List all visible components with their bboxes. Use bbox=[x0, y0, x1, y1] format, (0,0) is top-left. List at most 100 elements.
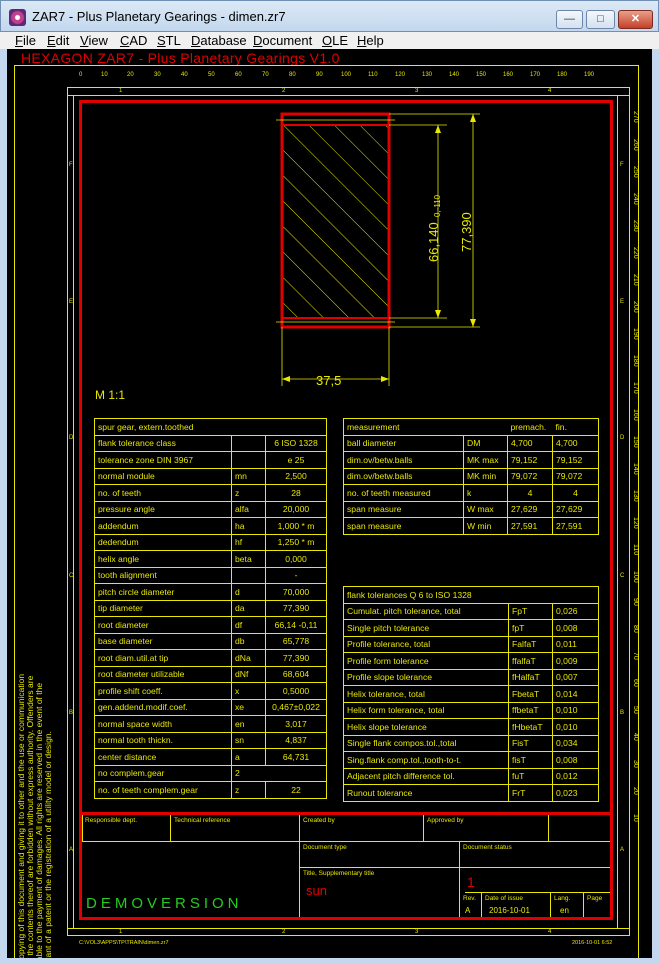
zone-row-c-right: C bbox=[620, 573, 625, 579]
cell-label: normal module bbox=[94, 467, 232, 485]
zone-row-d-left: D bbox=[69, 435, 74, 441]
menu-document[interactable]: Document bbox=[253, 33, 313, 48]
ruler-top-140: 140 bbox=[449, 72, 460, 78]
arrow-inner-top bbox=[435, 125, 441, 133]
cell-label: tooth alignment bbox=[94, 566, 232, 584]
tb-vline-e bbox=[548, 815, 549, 841]
ruler-top-70: 70 bbox=[262, 72, 269, 78]
gear-data-table: spur gear, extern.toothed flank toleranc… bbox=[94, 418, 327, 799]
ruler-right-inner bbox=[617, 95, 618, 928]
cell-label: Profile form tolerance bbox=[343, 652, 509, 670]
menu-edit[interactable]: Edit bbox=[47, 33, 70, 48]
tb-vline-d bbox=[423, 815, 424, 841]
section-hatch bbox=[282, 125, 389, 318]
ruler-top-170: 170 bbox=[530, 72, 541, 78]
cell-value: 28 bbox=[265, 484, 327, 502]
cell-value: 0,011 bbox=[552, 635, 599, 653]
cell-value: 27,629 bbox=[507, 500, 553, 518]
cell-value: 64,731 bbox=[265, 748, 327, 766]
cell-value: 79,072 bbox=[552, 467, 599, 485]
copyright-note: Copying of this document and giving it t… bbox=[16, 673, 53, 958]
cell-label: root diameter utilizable bbox=[94, 665, 232, 683]
cell-value: 0,008 bbox=[552, 619, 599, 637]
minimize-button[interactable]: — bbox=[556, 10, 583, 29]
label-responsible-dept: Responsible dept. bbox=[85, 817, 138, 824]
ruler-right-50: 50 bbox=[632, 706, 639, 714]
cell-value: 1,000 * m bbox=[265, 517, 327, 535]
cell-symbol: FbetaT bbox=[508, 685, 553, 703]
cell-symbol: dNf bbox=[231, 665, 266, 683]
tb-vline-g bbox=[481, 892, 482, 917]
lang-value: en bbox=[560, 906, 569, 915]
cell-symbol: sn bbox=[231, 731, 266, 749]
cell-value: 77,390 bbox=[265, 649, 327, 667]
cell-symbol: fpT bbox=[508, 619, 553, 637]
label-title: Title, Supplementary title bbox=[303, 870, 375, 877]
ruler-right-130: 130 bbox=[632, 490, 639, 502]
tb-vline-h bbox=[550, 892, 551, 917]
ruler-right-110: 110 bbox=[632, 544, 639, 556]
label-technical-reference: Technical reference bbox=[174, 817, 231, 824]
menu-stl[interactable]: STL bbox=[157, 33, 181, 48]
cell-label: Helix slope tolerance bbox=[343, 718, 509, 736]
zone-row-b-right: B bbox=[620, 710, 625, 716]
cell-value: 27,591 bbox=[552, 517, 599, 535]
window-frame-left bbox=[0, 49, 7, 964]
cell-value: 0,5000 bbox=[265, 682, 327, 700]
cell-label: no. of teeth measured bbox=[343, 484, 464, 502]
cell-label: Adjacent pitch difference tol. bbox=[343, 767, 509, 785]
cell-label: span measure bbox=[343, 500, 464, 518]
menu-help[interactable]: Help bbox=[357, 33, 384, 48]
cell-value: 77,390 bbox=[265, 599, 327, 617]
app-icon bbox=[9, 9, 26, 26]
cell-symbol: FrT bbox=[508, 784, 553, 802]
menu-view[interactable]: View bbox=[80, 33, 108, 48]
menu-cad[interactable]: CAD bbox=[120, 33, 148, 48]
cell-label: Single flank compos.tol.,total bbox=[343, 734, 509, 752]
table-row: tooth alignment- bbox=[94, 566, 327, 584]
ruler-top-60: 60 bbox=[235, 72, 242, 78]
menu-database[interactable]: Database bbox=[191, 33, 247, 48]
zone-col-2-top: 2 bbox=[282, 88, 286, 94]
dim-face-width: 37,5 bbox=[316, 373, 342, 388]
ruler-right-40: 40 bbox=[632, 733, 639, 741]
demo-watermark: DEMOVERSION bbox=[86, 895, 243, 912]
ruler-right-240: 240 bbox=[632, 193, 639, 205]
cell-value: 0,008 bbox=[552, 751, 599, 769]
drawing-canvas[interactable]: HEXAGON ZAR7 - Plus Planetary Gearings V… bbox=[7, 49, 652, 958]
cell-label: helix angle bbox=[94, 550, 232, 568]
cell-symbol: fHalfaT bbox=[508, 668, 553, 686]
cell-symbol: ffalfaT bbox=[508, 652, 553, 670]
cell-value: 0,009 bbox=[552, 652, 599, 670]
zone-row-a-right: A bbox=[620, 847, 625, 853]
menu-ole[interactable]: OLE bbox=[322, 33, 349, 48]
ruler-top-10: 10 bbox=[101, 72, 108, 78]
close-button[interactable]: ✕ bbox=[618, 10, 653, 29]
cell-symbol: x bbox=[231, 682, 266, 700]
ruler-right-20: 20 bbox=[632, 787, 639, 795]
menu-bar: File Edit View CAD STL Database Document… bbox=[0, 32, 659, 49]
ruler-right-70: 70 bbox=[632, 652, 639, 660]
cell-value: 4,700 bbox=[552, 434, 599, 452]
cell-label: normal tooth thickn. bbox=[94, 731, 232, 749]
arrow-outer-top bbox=[470, 114, 476, 122]
cell-value: 0,012 bbox=[552, 767, 599, 785]
ruler-right-80: 80 bbox=[632, 625, 639, 633]
maximize-button[interactable]: □ bbox=[586, 10, 615, 29]
cell-value: 4,837 bbox=[265, 731, 327, 749]
cell-value: 4,700 bbox=[507, 434, 553, 452]
ruler-right-100: 100 bbox=[632, 571, 639, 583]
menu-file[interactable]: File bbox=[15, 33, 36, 48]
flank-table-heading: flank tolerances Q 6 to ISO 1328 bbox=[343, 586, 599, 604]
